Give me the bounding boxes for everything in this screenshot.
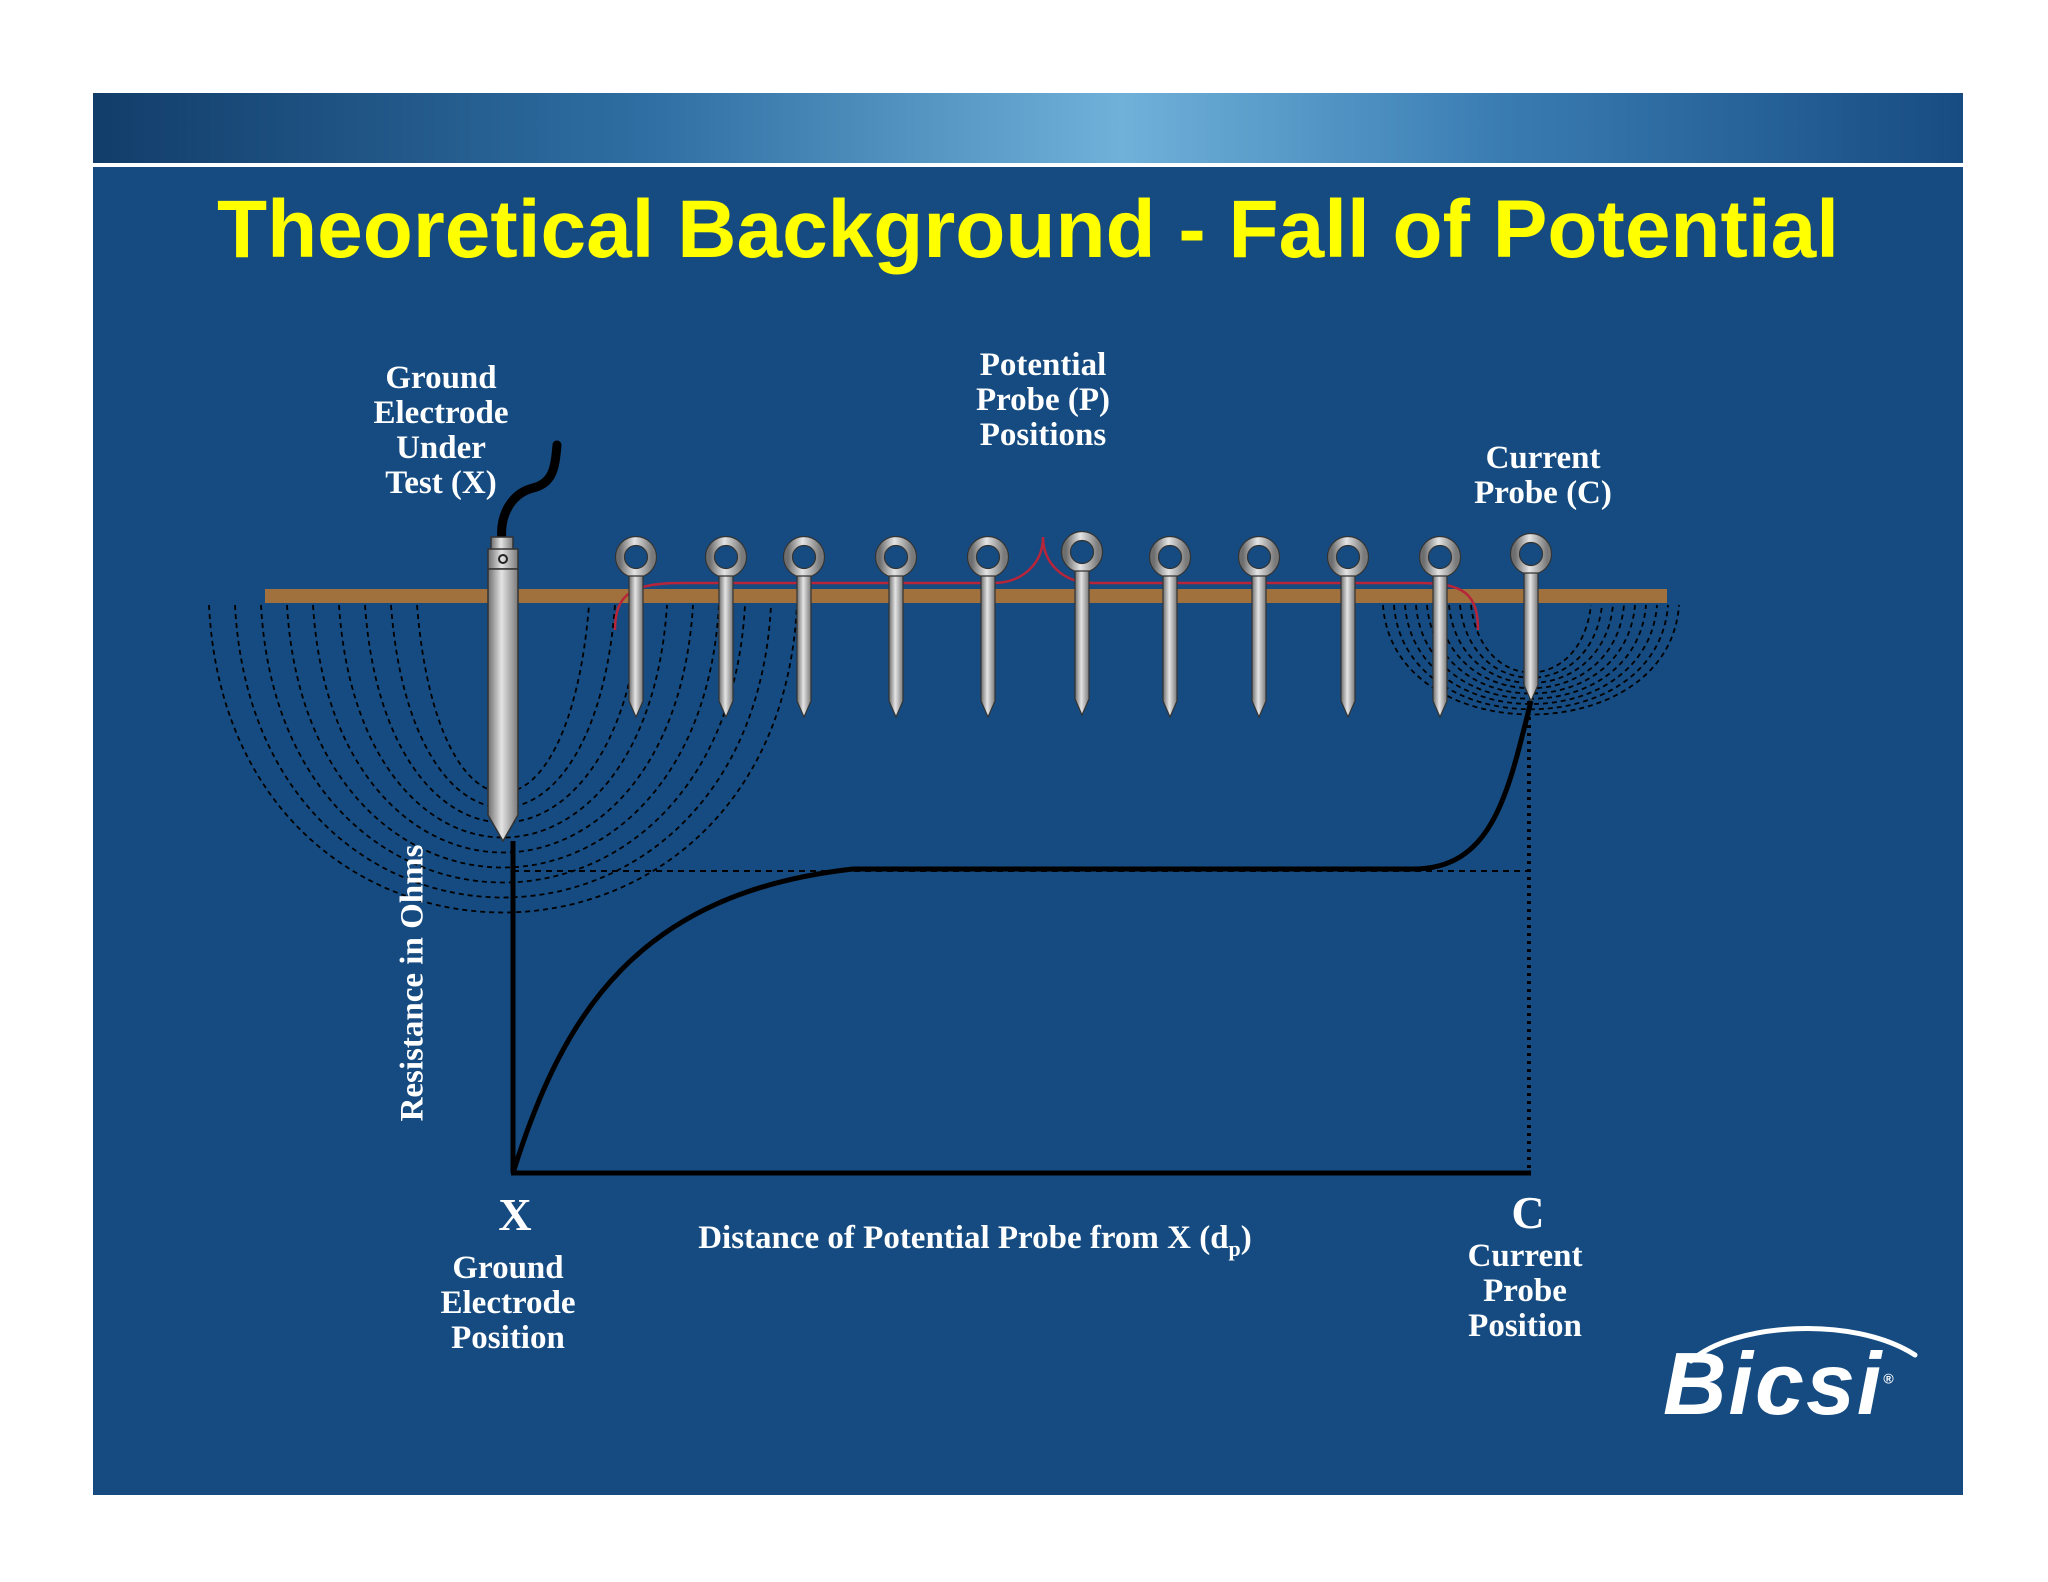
ground-electrode-rod [487,536,519,843]
field-line [312,604,694,854]
potential-probe [1418,535,1462,719]
ground-electrode-under-test-label: Ground Electrode Under Test (X) [373,360,509,501]
field-line [338,604,668,839]
current-probe-position-label: Current Probe Position [1467,1238,1583,1344]
x-axis-label: Distance of Potential Probe from X (dp) [698,1220,1252,1261]
c-marker: C [1511,1187,1545,1238]
current-probe-rod [1509,532,1553,703]
field-line [234,604,772,899]
field-line [208,604,798,914]
field-line [1448,604,1614,684]
field-line [260,604,746,884]
potential-probe [966,535,1010,719]
potential-probe [874,535,918,719]
header-banner [93,93,1963,163]
field-line [286,604,720,869]
fall-of-potential-curve [510,700,1534,1174]
slide: Theoretical Background - Fall of Potenti… [93,93,1963,1495]
probe-positions-brace [613,536,1480,631]
field-line [1382,604,1680,716]
ground-electrode-position-label: Ground Electrode Position [440,1250,576,1356]
potential-probe [1326,535,1370,719]
header-rule [93,163,1963,167]
potential-probe [1148,535,1192,719]
potential-probes [614,530,1462,719]
ground-electrode-cable [497,440,562,546]
potential-probe [614,535,658,719]
logo-swoosh [1688,1326,1918,1364]
potential-probe [782,535,826,719]
field-lines-ground-electrode [208,604,798,914]
field-line [390,604,616,809]
current-probe-label: Current Probe (C) [1474,440,1612,511]
fall-of-potential-diagram [208,440,1918,1364]
ground-surface [265,589,1667,603]
potential-probe-positions-label: Potential Probe (P) Positions [975,347,1111,453]
y-axis-label: Resistance in Ohms [394,844,431,1122]
potential-probe [704,535,748,719]
x-marker: X [498,1189,532,1240]
potential-probe [1060,530,1104,717]
potential-probe [1237,535,1281,719]
slide-title: Theoretical Background - Fall of Potenti… [217,184,1839,275]
bicsi-logo: Bicsi® [1663,1334,1896,1433]
